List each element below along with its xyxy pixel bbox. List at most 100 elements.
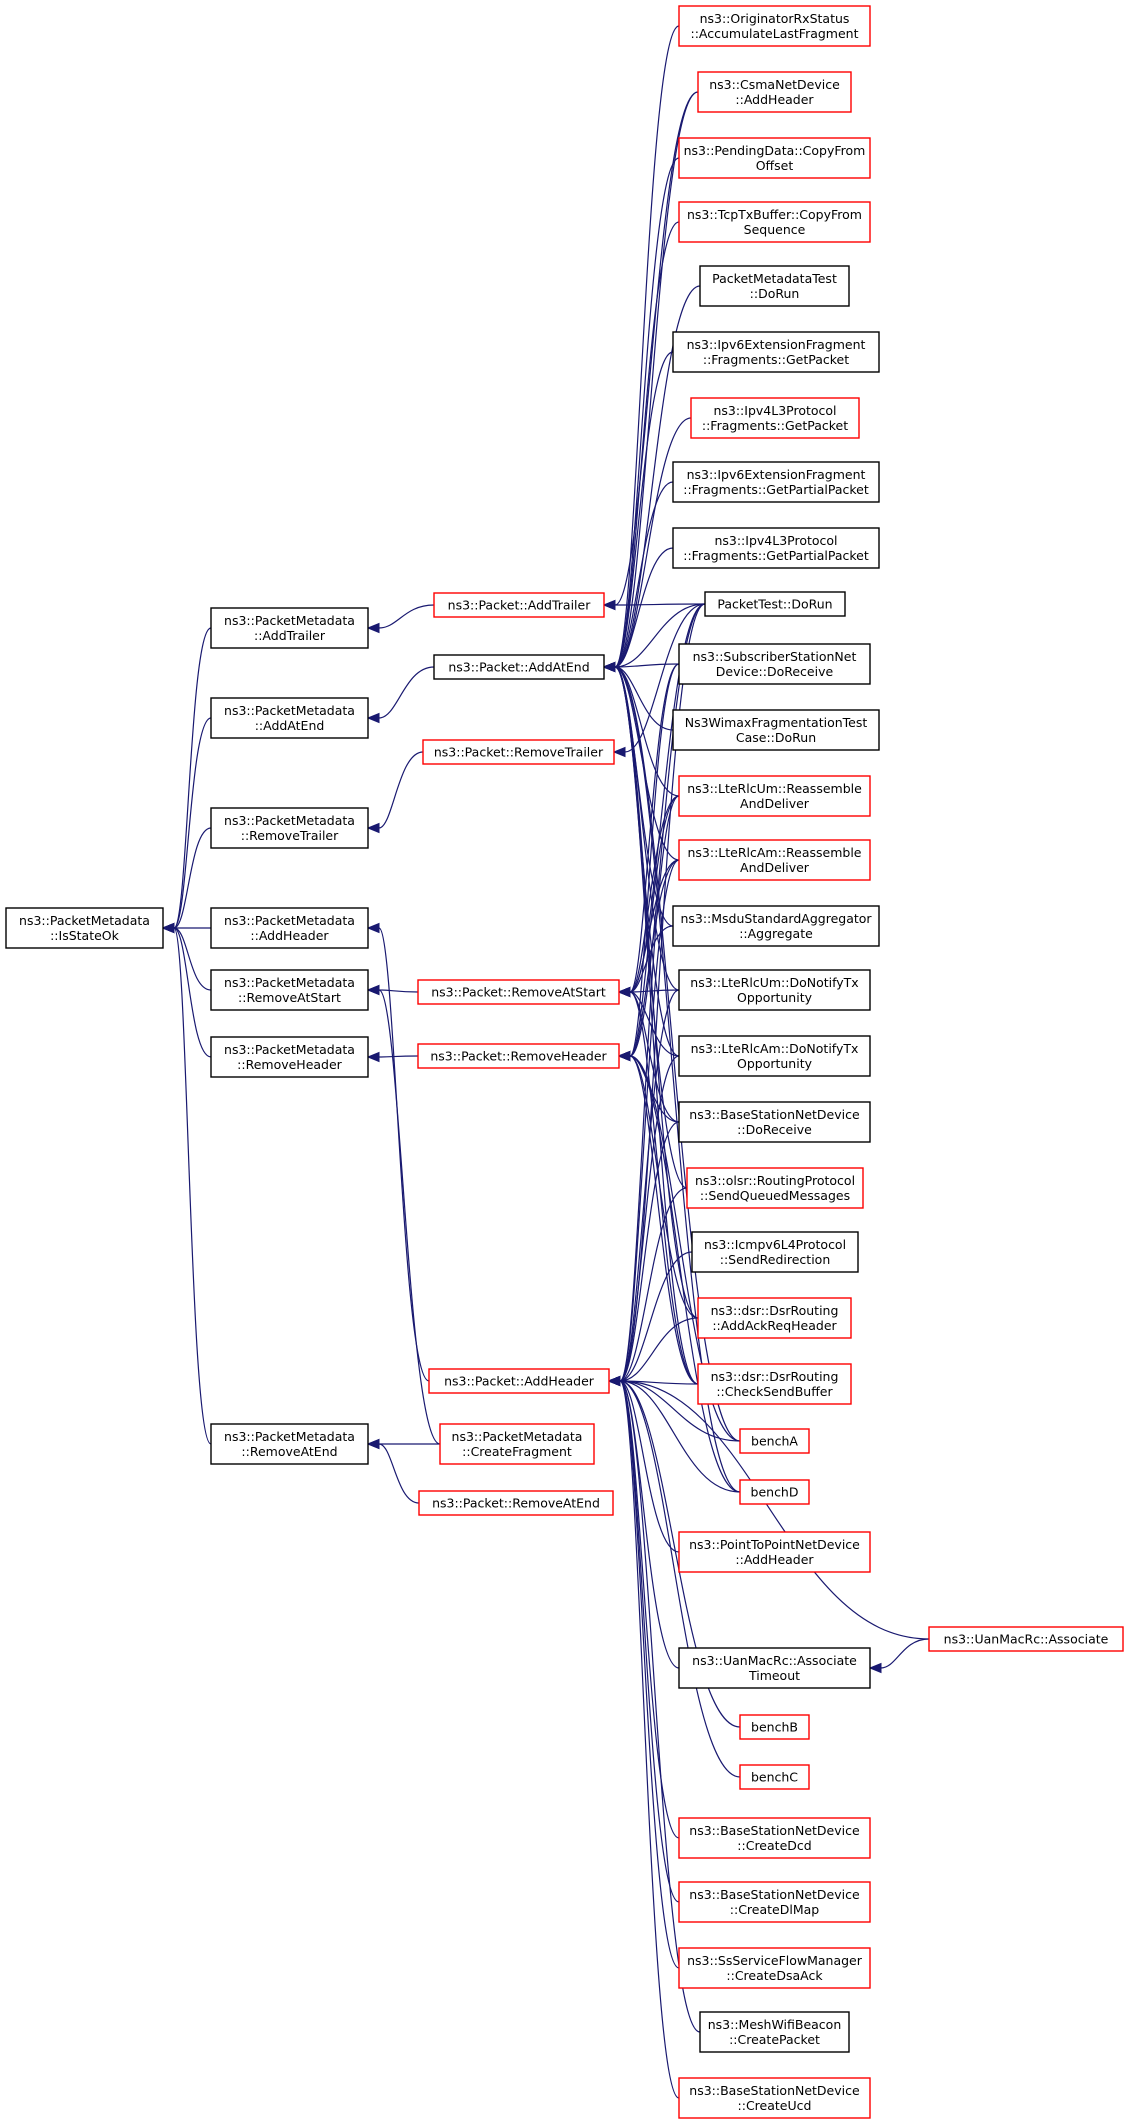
node-pAddAtEnd[interactable]: ns3::Packet::AddAtEnd bbox=[433, 654, 605, 680]
edge-arrowhead-c26 bbox=[868, 1662, 882, 1674]
node-label: ::AddAtEnd bbox=[255, 718, 325, 733]
node-label: ns3::SsServiceFlowManager bbox=[687, 1953, 863, 1968]
node-c21[interactable]: ns3::dsr::DsrRouting::AddAckReqHeader bbox=[697, 1297, 852, 1339]
node-label: PacketMetadataTest bbox=[712, 271, 837, 286]
edge-c17-to-pRemoveAtStart bbox=[629, 991, 680, 1057]
node-box bbox=[699, 265, 850, 307]
node-c20[interactable]: ns3::Icmpv6L4Protocol::SendRedirection bbox=[691, 1231, 859, 1273]
node-label: ns3::Packet::RemoveAtStart bbox=[431, 985, 606, 1000]
edge-c18-to-pAddHeader bbox=[619, 1121, 680, 1382]
node-label: benchB bbox=[751, 1720, 798, 1735]
node-label: ::Aggregate bbox=[739, 926, 813, 941]
edge-c27-to-pAddHeader bbox=[619, 1380, 741, 1728]
edge-c02-to-pAddAtEnd bbox=[614, 91, 699, 668]
node-c22[interactable]: ns3::dsr::DsrRouting::CheckSendBuffer bbox=[697, 1363, 852, 1405]
node-label: ns3::Packet::AddTrailer bbox=[448, 598, 592, 613]
node-box bbox=[678, 1947, 871, 1989]
node-c01[interactable]: ns3::OriginatorRxStatus::AccumulateLastF… bbox=[678, 5, 871, 47]
node-box bbox=[697, 1363, 852, 1405]
edge-pRemoveAtStart-to-pmRemoveAtStart bbox=[378, 989, 419, 993]
node-box bbox=[739, 1479, 810, 1505]
node-c32[interactable]: ns3::MeshWifiBeacon::CreatePacket bbox=[699, 2011, 850, 2053]
node-pmCreateFragment[interactable]: ns3::PacketMetadata::CreateFragment bbox=[439, 1423, 595, 1465]
node-label: ns3::PacketMetadata bbox=[224, 913, 355, 928]
edge-c01-to-pAddAtEnd bbox=[614, 25, 680, 668]
node-c23[interactable]: benchA bbox=[739, 1428, 810, 1454]
node-uanAssociate[interactable]: ns3::UanMacRc::Associate bbox=[928, 1626, 1124, 1652]
node-pmRemoveAtStart[interactable]: ns3::PacketMetadata::RemoveAtStart bbox=[210, 969, 369, 1011]
node-pRemoveAtStart[interactable]: ns3::Packet::RemoveAtStart bbox=[417, 979, 620, 1005]
node-label: Timeout bbox=[748, 1668, 800, 1683]
edge-c24-to-pAddAtEnd bbox=[614, 666, 741, 1493]
node-pmAddAtEnd[interactable]: ns3::PacketMetadata::AddAtEnd bbox=[210, 697, 369, 739]
node-label: ::Fragments::GetPacket bbox=[703, 352, 849, 367]
node-box bbox=[210, 907, 369, 949]
node-pmAddHeader[interactable]: ns3::PacketMetadata::AddHeader bbox=[210, 907, 369, 949]
node-label: benchC bbox=[751, 1770, 798, 1785]
node-box bbox=[699, 2011, 850, 2053]
node-pRemoveHeader[interactable]: ns3::Packet::RemoveHeader bbox=[417, 1043, 620, 1069]
node-label: benchD bbox=[751, 1485, 799, 1500]
edge-arrowhead-pAddTrailer bbox=[602, 599, 616, 611]
node-label: ::AddHeader bbox=[735, 1552, 814, 1567]
edge-c21-to-pAddHeader bbox=[619, 1317, 699, 1382]
node-c05[interactable]: PacketMetadataTest::DoRun bbox=[699, 265, 850, 307]
node-c18[interactable]: ns3::BaseStationNetDevice::DoReceive bbox=[678, 1101, 871, 1143]
node-label: ::IsStateOk bbox=[50, 928, 120, 943]
node-c28[interactable]: benchC bbox=[739, 1764, 810, 1790]
node-c06[interactable]: ns3::Ipv6ExtensionFragment::Fragments::G… bbox=[672, 331, 880, 373]
node-c07[interactable]: ns3::Ipv4L3Protocol::Fragments::GetPacke… bbox=[690, 397, 860, 439]
node-box bbox=[672, 905, 880, 947]
node-box bbox=[417, 1043, 620, 1069]
node-box bbox=[678, 969, 871, 1011]
node-pmAddTrailer[interactable]: ns3::PacketMetadata::AddTrailer bbox=[210, 607, 369, 649]
node-c11[interactable]: ns3::SubscriberStationNetDevice::DoRecei… bbox=[678, 643, 871, 685]
edge-arrowhead-pmRemoveAtStart bbox=[366, 984, 380, 996]
node-c27[interactable]: benchB bbox=[739, 1714, 810, 1740]
node-box bbox=[697, 1297, 852, 1339]
edge-c31-to-pAddHeader bbox=[619, 1380, 680, 1969]
node-c15[interactable]: ns3::MsduStandardAggregator::Aggregate bbox=[672, 905, 880, 947]
node-pmRemoveTrailer[interactable]: ns3::PacketMetadata::RemoveTrailer bbox=[210, 807, 369, 849]
node-label: ::CheckSendBuffer bbox=[716, 1384, 833, 1399]
node-c10[interactable]: PacketTest::DoRun bbox=[704, 591, 846, 617]
node-c09[interactable]: ns3::Ipv4L3Protocol::Fragments::GetParti… bbox=[672, 527, 880, 569]
edge-c02-to-pAddTrailer bbox=[614, 91, 699, 606]
node-label: ns3::LteRlcAm::Reassemble bbox=[687, 845, 861, 860]
node-pAddTrailer[interactable]: ns3::Packet::AddTrailer bbox=[433, 592, 605, 618]
node-c30[interactable]: ns3::BaseStationNetDevice::CreateDlMap bbox=[678, 1881, 871, 1923]
node-pmRemoveAtEnd[interactable]: ns3::PacketMetadata::RemoveAtEnd bbox=[210, 1423, 369, 1465]
node-box bbox=[678, 2077, 871, 2119]
node-c24[interactable]: benchD bbox=[739, 1479, 810, 1505]
node-box bbox=[739, 1428, 810, 1454]
node-label: ::CreateFragment bbox=[462, 1444, 572, 1459]
node-c33[interactable]: ns3::BaseStationNetDevice::CreateUcd bbox=[678, 2077, 871, 2119]
node-c19[interactable]: ns3::olsr::RoutingProtocol::SendQueuedMe… bbox=[686, 1167, 864, 1209]
node-c31[interactable]: ns3::SsServiceFlowManager::CreateDsaAck bbox=[678, 1947, 871, 1989]
node-pRemoveAtEnd[interactable]: ns3::Packet::RemoveAtEnd bbox=[418, 1490, 614, 1516]
node-pmRemoveHeader[interactable]: ns3::PacketMetadata::RemoveHeader bbox=[210, 1036, 369, 1078]
node-c08[interactable]: ns3::Ipv6ExtensionFragment::Fragments::G… bbox=[672, 461, 880, 503]
node-label: ::AddHeader bbox=[250, 928, 329, 943]
node-pRemoveTrailer[interactable]: ns3::Packet::RemoveTrailer bbox=[422, 739, 615, 765]
edge-arrowhead-pmRemoveTrailer bbox=[366, 822, 380, 834]
edge-pRemoveTrailer-to-pmRemoveTrailer bbox=[378, 751, 424, 829]
node-label: Case::DoRun bbox=[736, 730, 816, 745]
node-box bbox=[418, 1490, 614, 1516]
node-c25[interactable]: ns3::PointToPointNetDevice::AddHeader bbox=[678, 1531, 871, 1573]
node-pAddHeader[interactable]: ns3::Packet::AddHeader bbox=[428, 1368, 610, 1394]
edge-arrowhead-pmAddTrailer bbox=[366, 622, 380, 634]
edge-arrowhead-pmRemoveHeader bbox=[366, 1051, 380, 1063]
node-c29[interactable]: ns3::BaseStationNetDevice::CreateDcd bbox=[678, 1817, 871, 1859]
edge-c16-to-pAddHeader bbox=[619, 989, 680, 1382]
node-c02[interactable]: ns3::CsmaNetDevice::AddHeader bbox=[697, 71, 852, 113]
